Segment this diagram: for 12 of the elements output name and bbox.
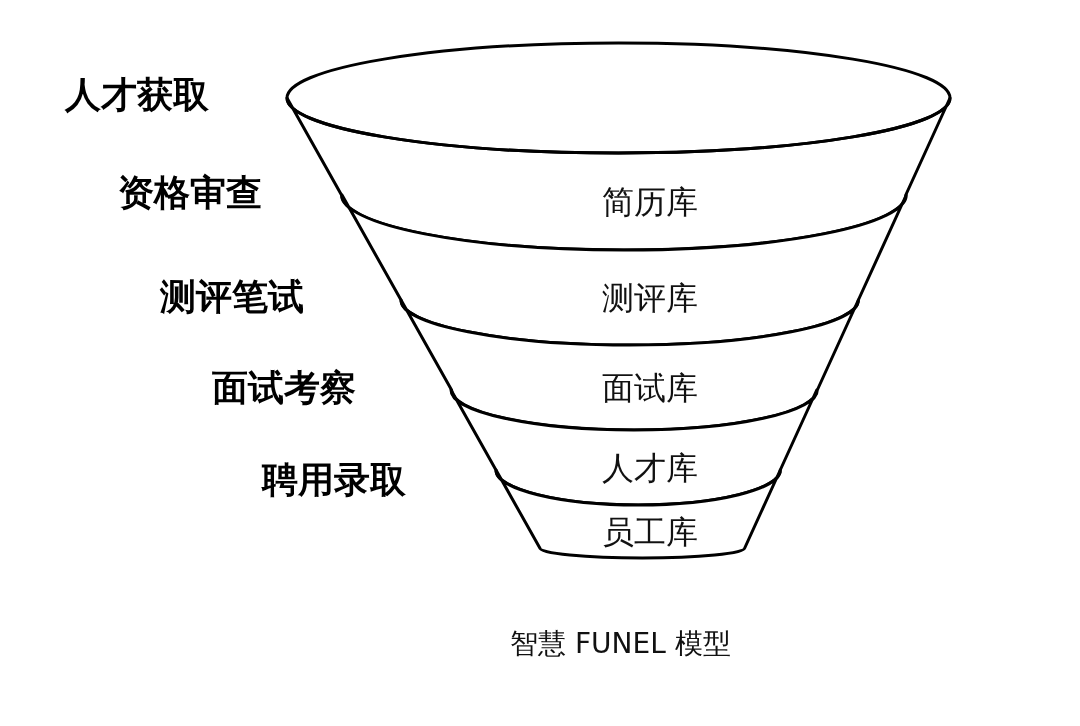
band-label: 人才库 [602, 451, 698, 484]
stage-label: 面试考察 [212, 370, 356, 406]
band-label: 测评库 [602, 281, 698, 314]
band-label: 简历库 [602, 185, 698, 218]
stage-label: 测评笔试 [160, 279, 304, 315]
funnel-rim [285, 41, 952, 155]
band-label: 面试库 [602, 371, 698, 404]
caption: 智慧 FUNEL 模型 [510, 630, 731, 658]
stage-label: 资格审查 [118, 175, 262, 211]
stage-label: 聘用录取 [262, 462, 406, 498]
band-label: 员工库 [602, 515, 698, 548]
stage-label: 人才获取 [65, 77, 209, 113]
